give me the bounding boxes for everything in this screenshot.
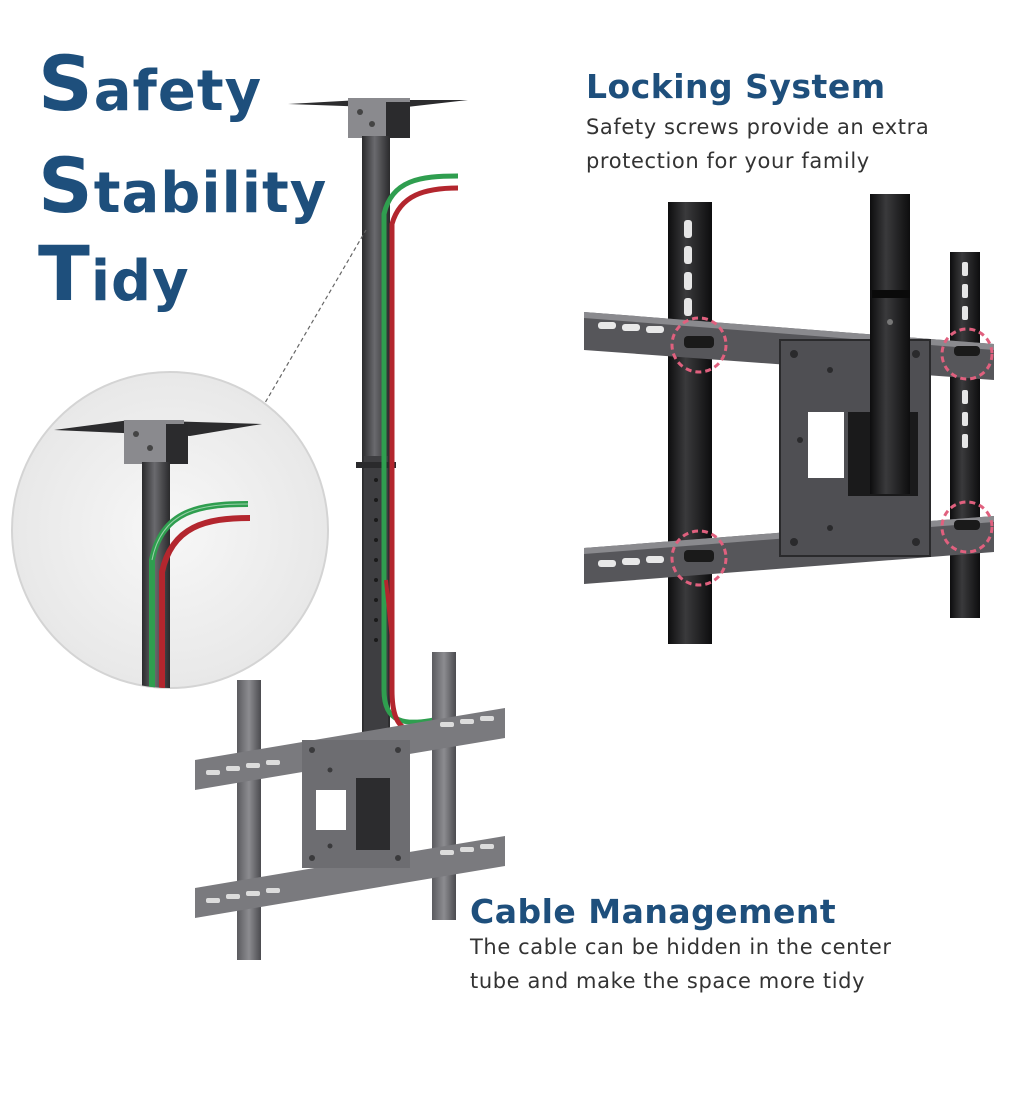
cable-management-title: Cable Management bbox=[470, 892, 837, 931]
cable-management-description: The cable can be hidden in the center tu… bbox=[470, 930, 990, 998]
locking-system-description: Safety screws provide an extra protectio… bbox=[586, 110, 1006, 178]
locking-system-title: Locking System bbox=[586, 67, 886, 106]
locking-system-line-1: Safety screws provide an extra bbox=[586, 115, 930, 139]
cable-management-line-2: tube and make the space more tidy bbox=[470, 969, 866, 993]
headline-tidy: Tidy bbox=[38, 229, 190, 318]
zoom-leader-line bbox=[261, 229, 367, 409]
locking-system-line-2: protection for your family bbox=[586, 149, 870, 173]
cable-management-line-1: The cable can be hidden in the center bbox=[470, 935, 892, 959]
ceiling-mount-main bbox=[195, 98, 505, 960]
vesa-frame-main bbox=[195, 652, 505, 960]
headline-safety: Safety bbox=[38, 39, 263, 128]
magnified-cable-detail bbox=[11, 371, 329, 689]
headline-stability: Stability bbox=[38, 141, 328, 230]
locking-detail bbox=[584, 194, 994, 644]
lock-screw-highlights bbox=[670, 316, 994, 587]
